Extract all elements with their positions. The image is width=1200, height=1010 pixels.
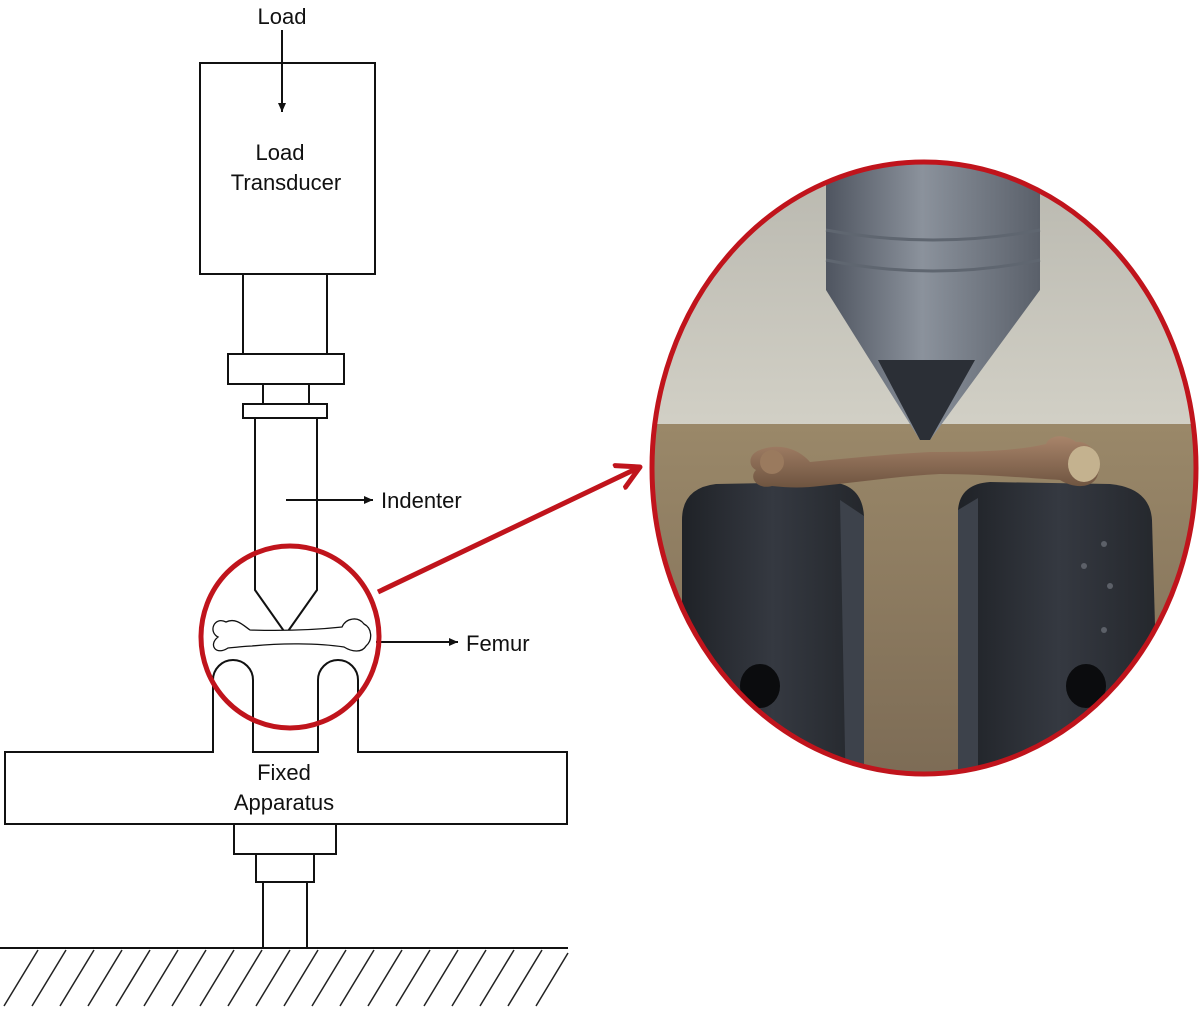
photo-left-support [682,482,864,774]
photo-right-support [958,482,1160,774]
highlight-circle [198,543,382,731]
femur [212,618,372,652]
photo-femur [750,436,1100,488]
upper-collar [227,353,345,385]
right-arrow-icon [376,467,640,595]
ground-hatching [3,949,569,1007]
indenter-collar [242,403,328,419]
base-collar [233,823,337,855]
magnified-photo [652,162,1196,774]
fixed-label-line2: Apparatus [234,790,334,815]
fixed-apparatus [4,659,568,825]
neck [262,383,310,405]
load-transducer-box [199,62,376,275]
transducer-label-line1: Load [256,140,305,165]
photo-indenter [825,162,1041,440]
fixed-label-line1: Fixed [257,760,311,785]
upper-shaft [242,273,328,355]
load-label: Load [258,4,307,29]
transducer-label-line2: Transducer [231,170,341,195]
femur-label: Femur [466,631,530,656]
indenter-label: Indenter [381,488,462,513]
base-post [262,881,308,949]
base-neck [255,853,315,883]
indenter [254,418,318,636]
test-rig-schematic: Load Load Transducer Indenter Femur Fixe… [0,4,569,1007]
magnified-photo-frame [649,159,1199,777]
